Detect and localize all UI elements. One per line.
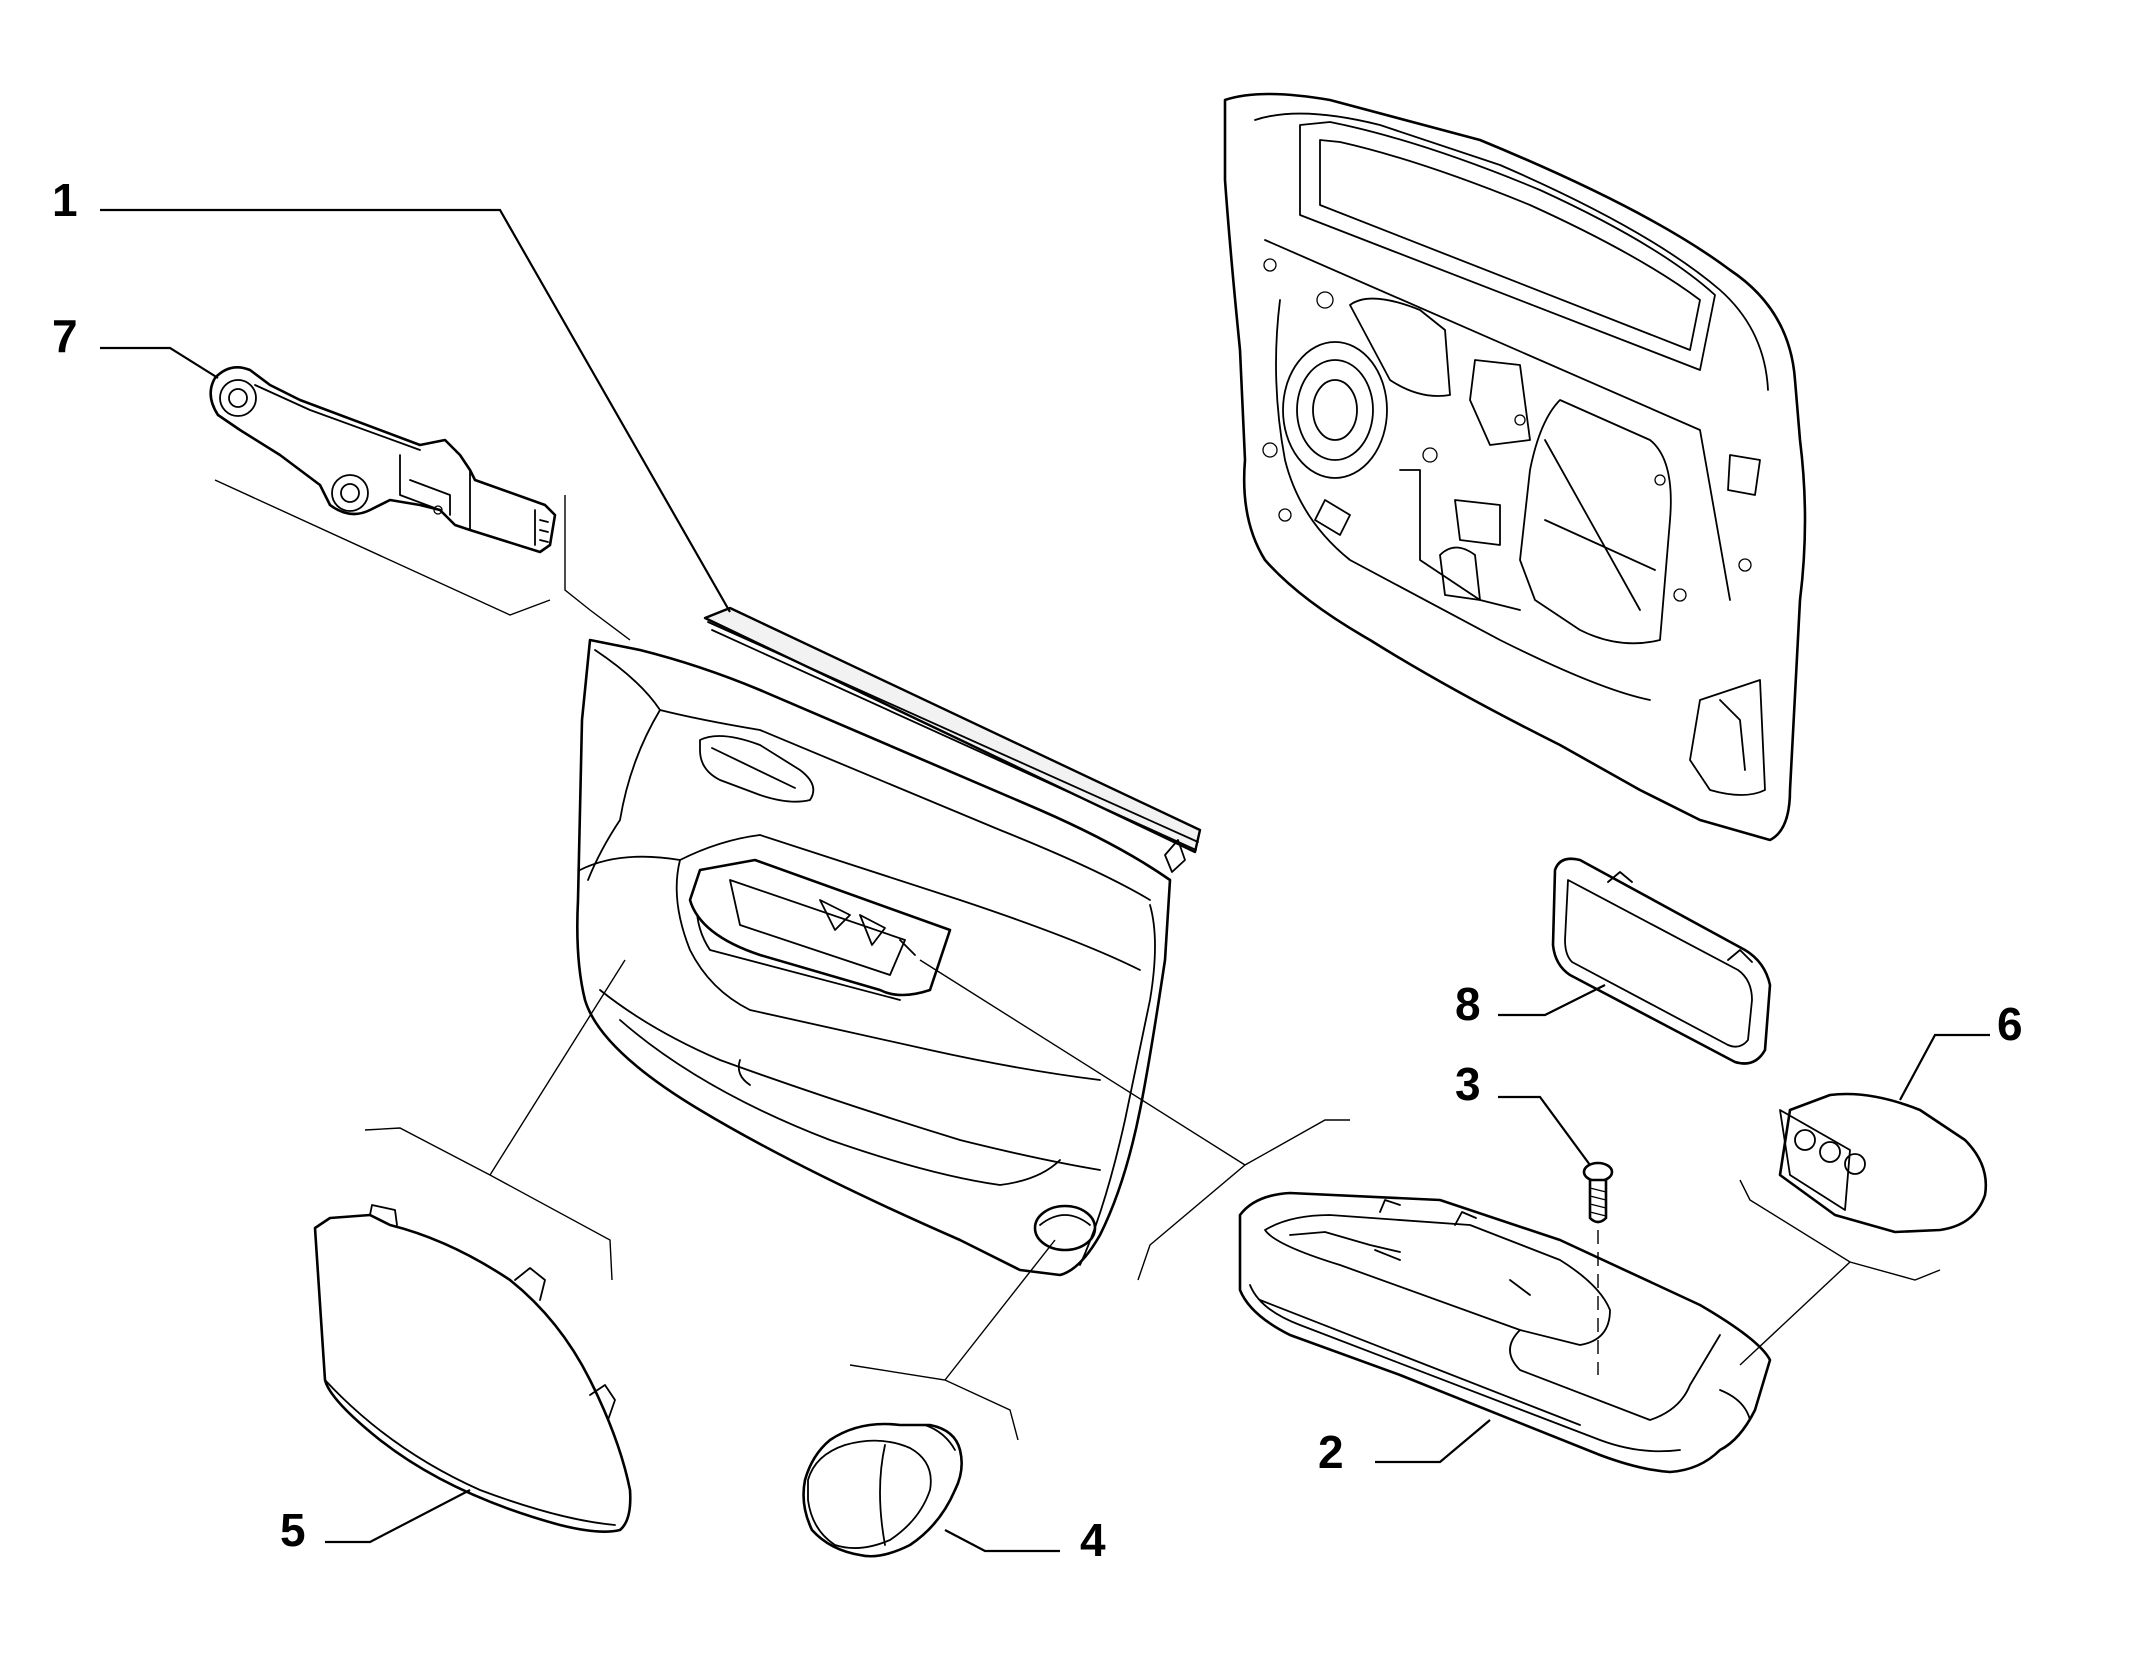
part-8-cover-plate xyxy=(1551,857,1772,1065)
callout-labels: 1 7 8 3 6 2 4 5 xyxy=(52,174,2023,1566)
part-1-window-weatherstrip xyxy=(703,606,1202,873)
callout-8: 8 xyxy=(1455,978,1481,1030)
part-3-screw xyxy=(1582,1161,1614,1224)
callout-6: 6 xyxy=(1997,998,2023,1050)
part-7-mounting-bracket xyxy=(209,366,557,554)
callout-2: 2 xyxy=(1318,1426,1344,1478)
part-5-map-pocket-cover xyxy=(313,1204,632,1533)
callout-1: 1 xyxy=(52,174,78,226)
part-2-armrest-pull-handle xyxy=(1238,1191,1772,1474)
part-6-switch-housing xyxy=(1778,1092,1988,1234)
leader-lines xyxy=(100,208,1990,1553)
callout-4: 4 xyxy=(1080,1514,1106,1566)
door-trim-panel xyxy=(576,638,1172,1277)
part-4-tweeter-grille xyxy=(802,1422,963,1558)
callout-3: 3 xyxy=(1455,1058,1481,1110)
callout-7: 7 xyxy=(52,310,78,362)
callout-5: 5 xyxy=(280,1504,306,1556)
door-frame xyxy=(1223,92,1807,842)
